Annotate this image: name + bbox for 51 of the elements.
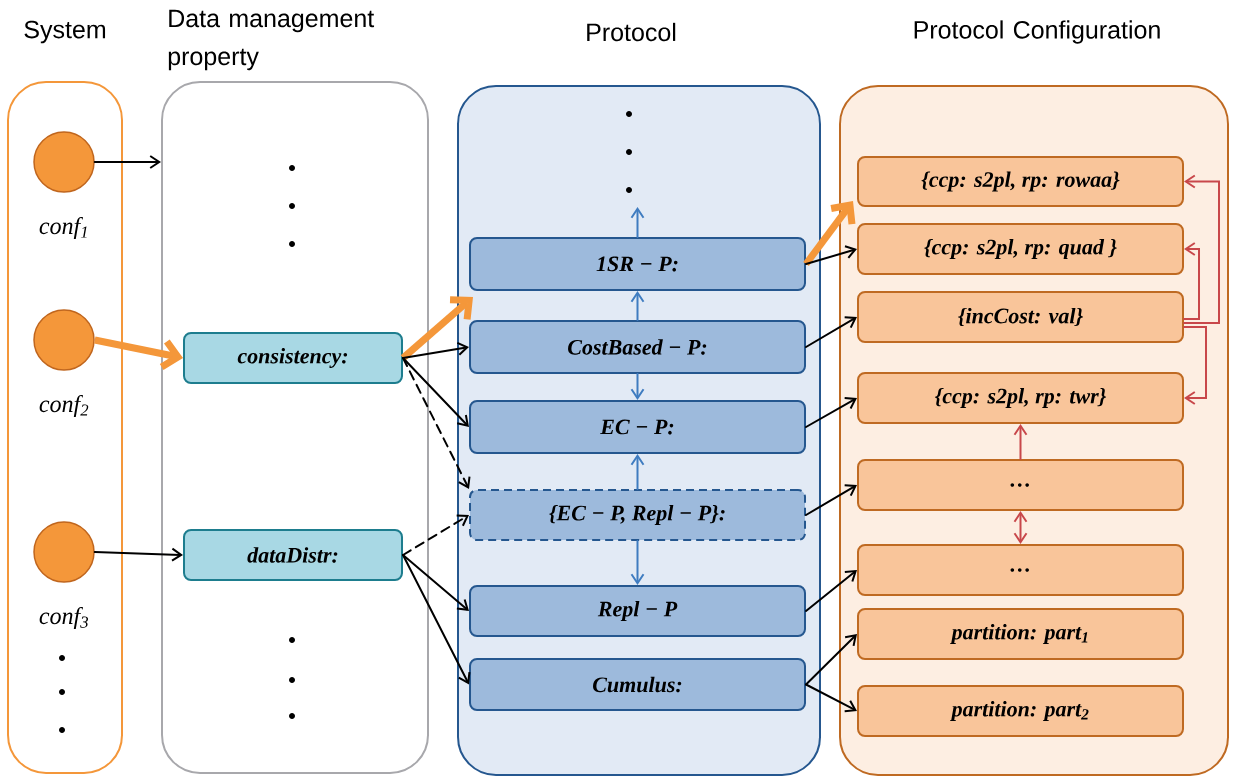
configuration-box: … bbox=[857, 544, 1184, 596]
arrow bbox=[402, 554, 469, 611]
protocol-box: {EC − P, Repl − P}: bbox=[469, 489, 806, 541]
protocol-box: EC − P: bbox=[469, 400, 806, 454]
protocol-box: CostBased − P: bbox=[469, 320, 806, 374]
arrow bbox=[402, 554, 471, 685]
arrow bbox=[93, 547, 183, 562]
panel-heading: System bbox=[24, 20, 106, 44]
panel-heading: Protocol bbox=[587, 22, 676, 42]
arrow bbox=[805, 245, 857, 265]
property-box: consistency: bbox=[183, 332, 403, 384]
arrow bbox=[805, 634, 857, 686]
arrow bbox=[630, 373, 645, 400]
arrow bbox=[630, 454, 645, 490]
arrow bbox=[93, 155, 161, 169]
configuration-box: {ccp: s2pl, rp: twr} bbox=[857, 372, 1184, 424]
configuration-box: {ccp: s2pl, rp: rowaa} bbox=[857, 156, 1184, 207]
panel-heading: Protocol Configuration bbox=[914, 20, 1160, 44]
arrow bbox=[1183, 326, 1207, 405]
arrow bbox=[805, 683, 857, 713]
protocol-box: Repl − P bbox=[469, 585, 806, 637]
arrow bbox=[94, 336, 183, 370]
panel-heading: Data management property bbox=[168, 9, 375, 71]
protocol-box: Cumulus: bbox=[469, 658, 806, 711]
arrow bbox=[1183, 174, 1220, 324]
arrow bbox=[402, 357, 471, 489]
circle-label: conf$_{3}$ bbox=[39, 607, 89, 629]
arrow bbox=[630, 540, 645, 585]
property-box: dataDistr: bbox=[183, 529, 403, 581]
arrow bbox=[805, 397, 857, 428]
arrow bbox=[400, 296, 473, 361]
configuration-box: {incCost: val} bbox=[857, 291, 1184, 343]
arrow bbox=[1013, 424, 1028, 460]
arrow bbox=[630, 291, 645, 321]
configuration-box: … bbox=[857, 459, 1184, 511]
configuration-box: {ccp: s2pl, rp: quad } bbox=[857, 223, 1184, 275]
arrow bbox=[803, 201, 856, 267]
arrow bbox=[805, 570, 857, 612]
configuration-box: partition: part$_{2}$ bbox=[857, 685, 1184, 737]
arrow bbox=[402, 514, 469, 556]
arrow bbox=[1183, 242, 1200, 320]
arrow bbox=[805, 484, 857, 516]
arrow bbox=[402, 357, 469, 427]
circle-label: conf$_{2}$ bbox=[39, 395, 89, 417]
configuration-box: partition: part$_{1}$ bbox=[857, 608, 1184, 660]
arrow bbox=[805, 316, 857, 348]
arrow bbox=[1013, 511, 1028, 544]
arrow bbox=[402, 341, 469, 359]
arrow bbox=[630, 207, 645, 238]
protocol-box: 1SR − P: bbox=[469, 237, 806, 291]
circle-label: conf$_{1}$ bbox=[39, 217, 87, 239]
